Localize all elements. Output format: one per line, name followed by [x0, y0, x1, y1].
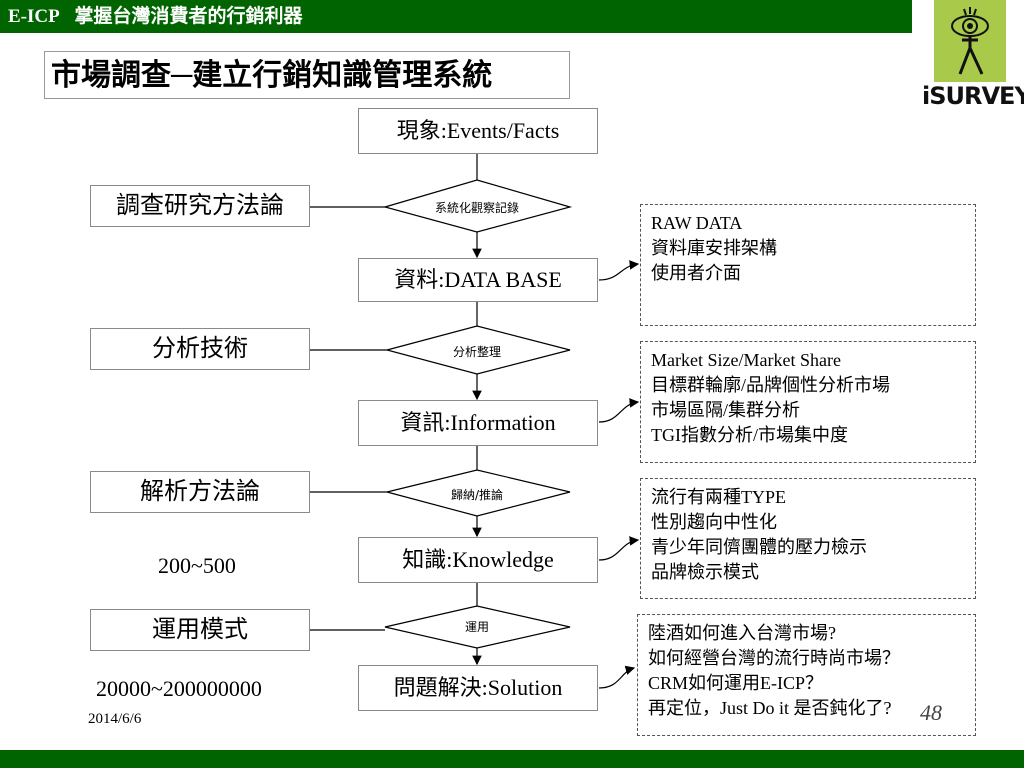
logo-text: iSURVEY: [922, 82, 1024, 110]
note-analysis: Market Size/Market Share 目標群輪廓/品牌個性分析市場 …: [640, 341, 976, 463]
note-line: Market Size/Market Share: [651, 350, 841, 370]
left-label-interpretation: 解析方法論: [90, 471, 310, 513]
note-line: 流行有兩種TYPE: [651, 487, 786, 507]
left-label-application: 運用模式: [90, 609, 310, 651]
flow-node-database: 資料:DATA BASE: [358, 258, 598, 302]
left-label-analysis: 分析技術: [90, 328, 310, 370]
flow-node-knowledge: 知識:Knowledge: [358, 537, 598, 583]
note-line: CRM如何運用E-ICP？: [648, 673, 824, 693]
note-line: 性別趨向中性化: [651, 512, 777, 532]
page-number: 48: [920, 700, 942, 725]
note-line: 陸酒如何進入台灣市場?: [648, 623, 836, 643]
isurvey-logo: iSURVEY: [920, 0, 1024, 122]
note-line: 青少年同儕團體的壓力檢示: [651, 537, 867, 557]
range-small: 200~500: [158, 553, 236, 578]
step-label: 歸納/推論: [450, 488, 504, 502]
step-diamond: [384, 325, 571, 375]
note-line: 資料庫安排架構: [651, 238, 777, 258]
flow-node-events: 現象:Events/Facts: [358, 108, 598, 154]
note-line: 市場區隔/集群分析: [651, 400, 801, 420]
range-large: 20000~200000000: [96, 676, 262, 701]
note-line: 如何經營台灣的流行時尚市場？: [648, 648, 900, 668]
header-bar: E-ICP 掌握台灣消費者的行銷利器: [0, 0, 912, 33]
step-label: 分析整理: [452, 345, 501, 359]
step-diamond: [384, 605, 571, 649]
flow-node-solution: 問題解決:Solution: [358, 665, 598, 711]
note-solution: 陸酒如何進入台灣市場? 如何經營台灣的流行時尚市場？ CRM如何運用E-ICP？…: [637, 614, 976, 736]
page-title: 市場調查─建立行銷知識管理系統: [44, 51, 570, 99]
note-line: RAW DATA: [651, 213, 743, 233]
brand-name: E-ICP: [8, 6, 60, 27]
header-tagline: 掌握台灣消費者的行銷利器: [74, 6, 303, 27]
step-diamond: [386, 469, 571, 517]
note-line: 使用者介面: [651, 263, 741, 283]
eye-figure-icon: [951, 7, 989, 75]
footer-date: 2014/6/6: [88, 711, 142, 727]
note-line: 目標群輪廓/品牌個性分析市場: [651, 375, 890, 395]
flow-node-information: 資訊:Information: [358, 400, 598, 446]
note-line: 品牌檢示模式: [651, 562, 759, 582]
note-line: 再定位，Just Do it 是否鈍化了?: [648, 698, 892, 718]
note-line: TGI指數分析/市場集中度: [651, 425, 848, 445]
step-label: 運用: [464, 620, 489, 634]
step-diamond: [382, 179, 573, 233]
left-label-methodology: 調查研究方法論: [90, 185, 310, 227]
step-label: 系統化觀察記錄: [434, 201, 519, 215]
footer-bar: [0, 750, 1024, 768]
note-raw-data: RAW DATA 資料庫安排架構 使用者介面: [640, 204, 976, 326]
note-knowledge: 流行有兩種TYPE 性別趨向中性化 青少年同儕團體的壓力檢示 品牌檢示模式: [640, 478, 976, 599]
